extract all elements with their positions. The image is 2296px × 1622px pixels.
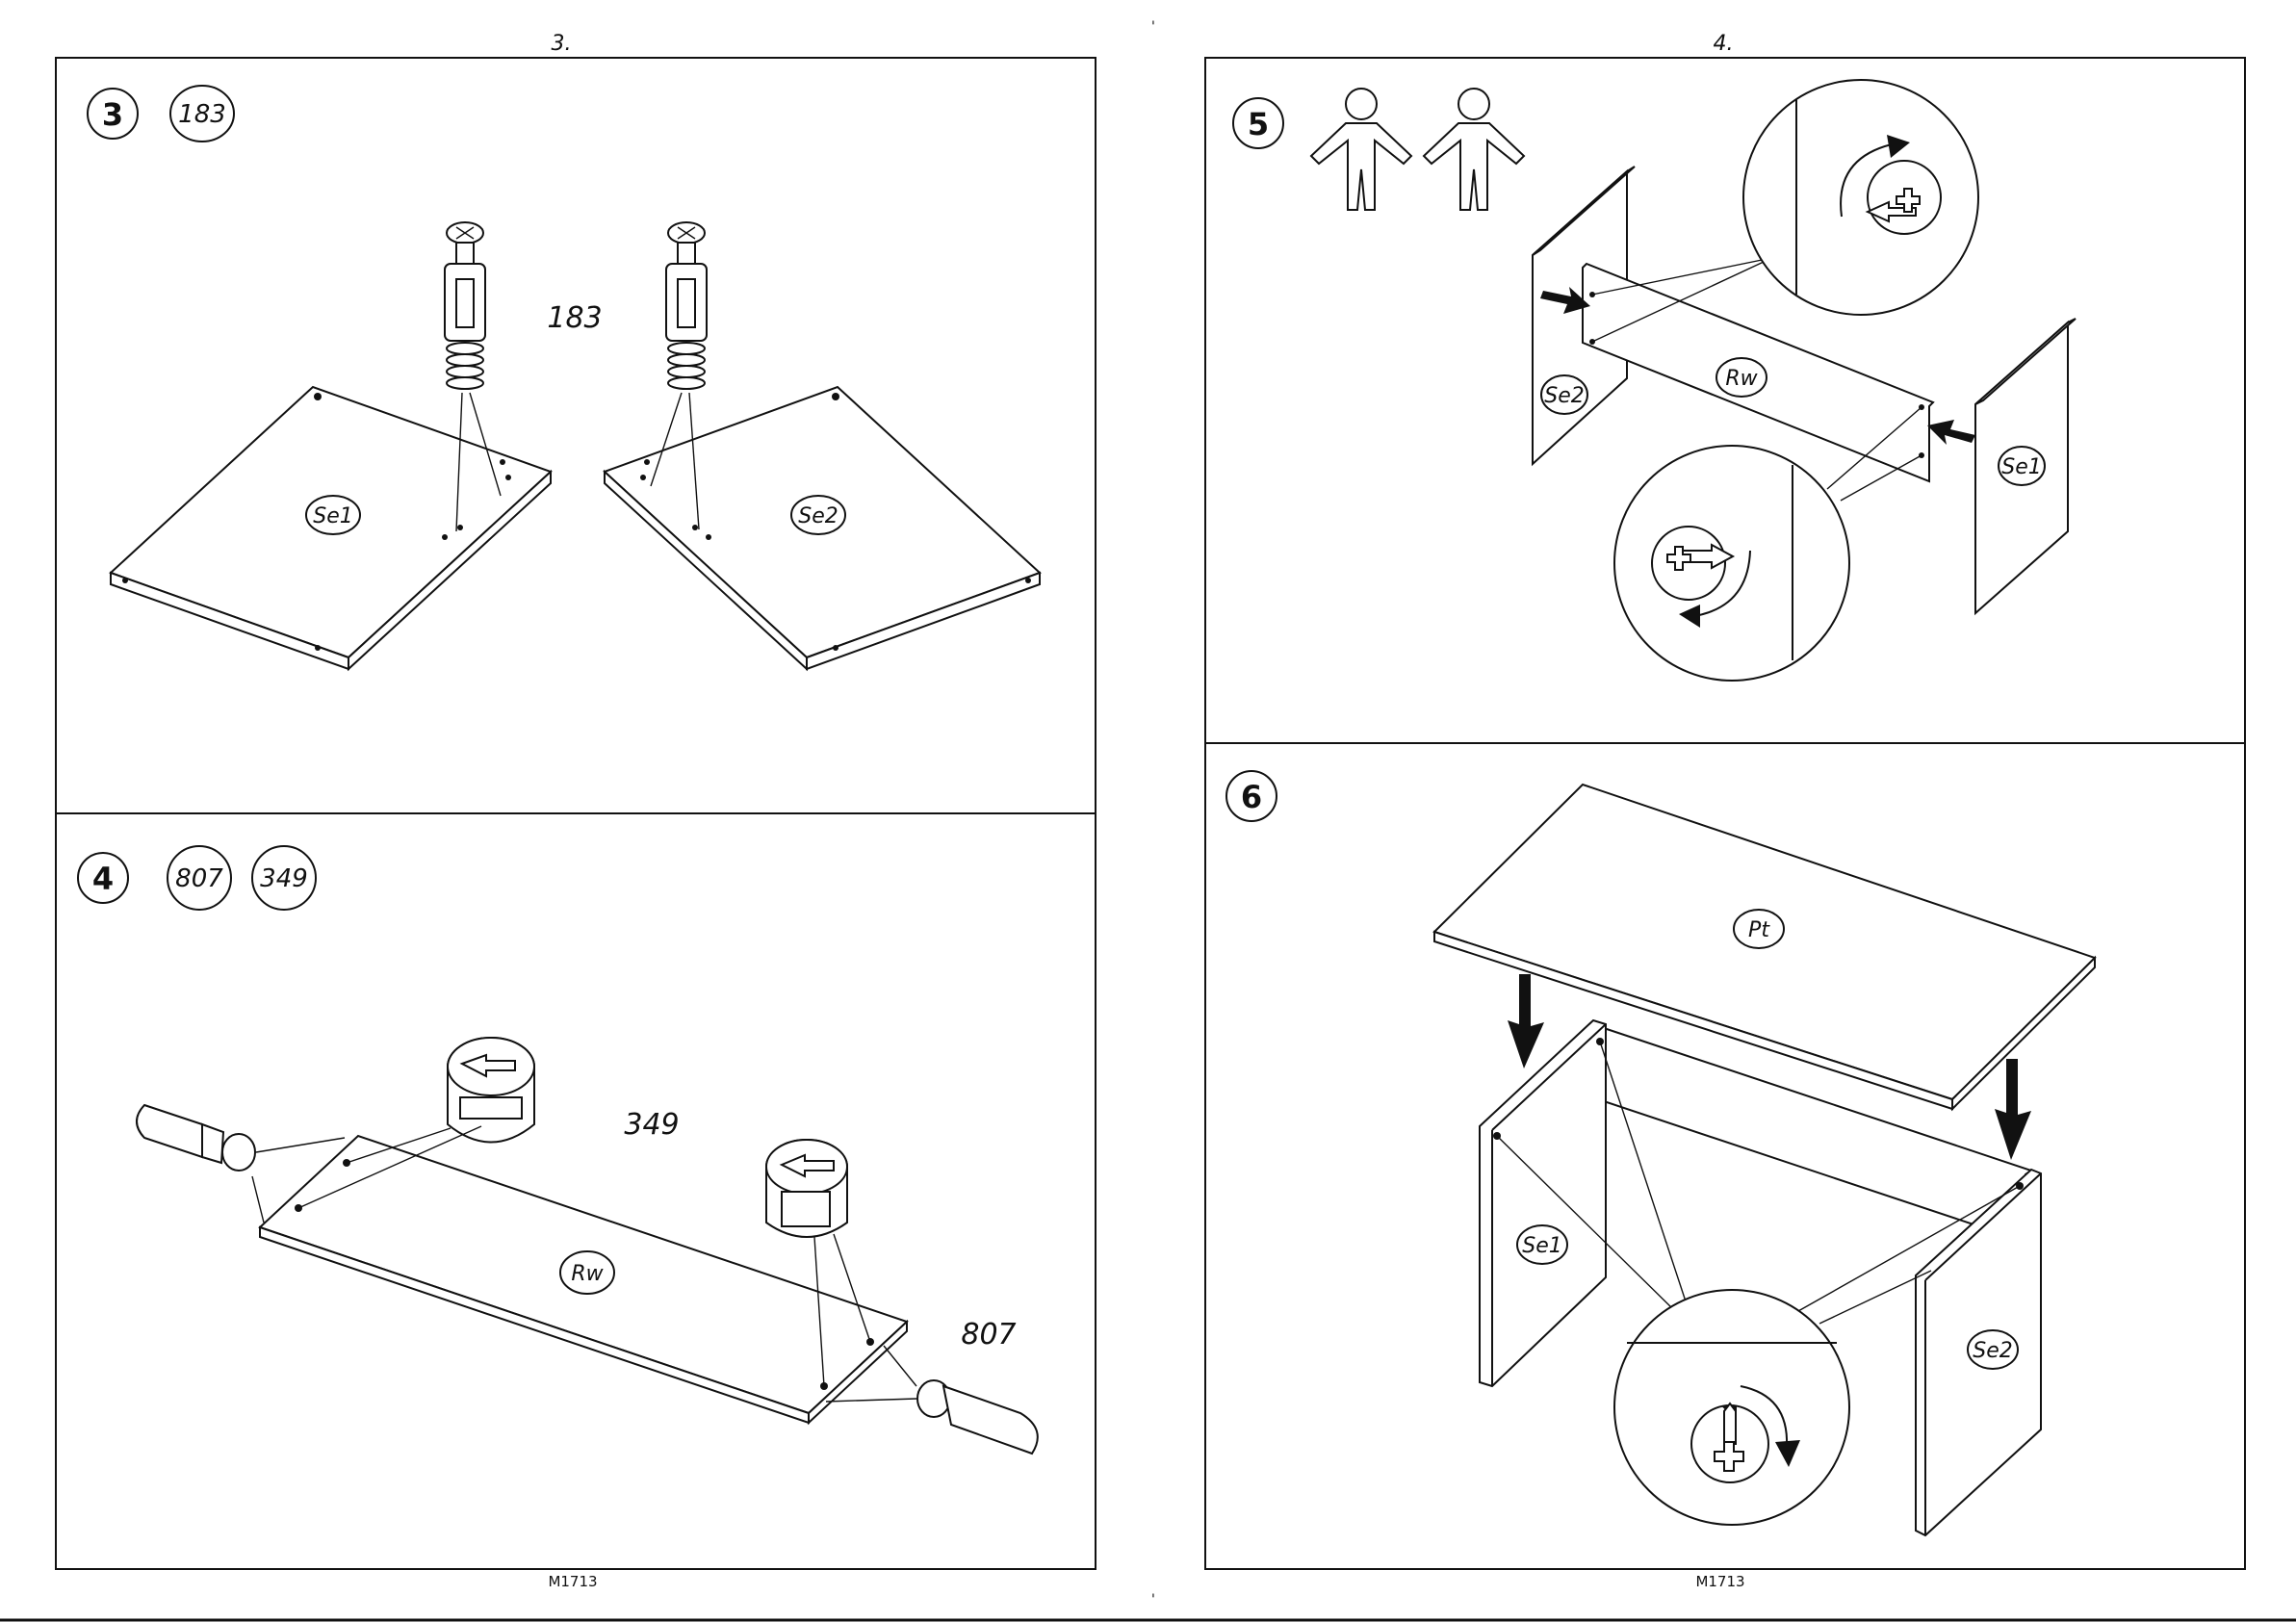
step-4-part-badge-2-text: 349 <box>260 864 308 893</box>
panel-se1-upright-label: Se1 <box>2001 455 2042 479</box>
panel-se1-assembled: Se1 <box>1480 1020 1606 1386</box>
step-4: 4 807 349 349 807 Rw <box>78 846 1038 1454</box>
step-3-part-badge-text: 183 <box>178 100 226 129</box>
panel-se2-label: Se2 <box>798 504 838 528</box>
footer-code-right: M1713 <box>1695 1573 1744 1590</box>
person-icon <box>1311 89 1411 210</box>
step-6-number: 6 <box>1241 779 1262 815</box>
page-mark-top: ' <box>1151 19 1155 35</box>
panel-se2-assembled: Se2 <box>1916 1170 2041 1535</box>
panel-pt-label: Pt <box>1748 918 1770 942</box>
step-3-number: 3 <box>102 96 123 133</box>
panel-rw-upright-label: Rw <box>1725 367 1758 391</box>
step-3-part-callout: 183 <box>547 301 602 335</box>
arrow-down-icon <box>1995 1059 2031 1160</box>
step-3: 3 183 183 Se1 <box>88 86 1040 669</box>
panel-se1-assembled-label: Se1 <box>1522 1234 1562 1258</box>
panel-pt-top: Pt <box>1434 785 2095 1109</box>
panel-rw-label: Rw <box>571 1262 604 1286</box>
person-icon <box>1424 89 1524 210</box>
step-5-number: 5 <box>1248 106 1269 142</box>
arrow-down-icon <box>1508 974 1544 1068</box>
step-4-part-badge-1-text: 807 <box>175 864 223 893</box>
arrow-left-icon <box>1927 420 1975 445</box>
page-number-left: 3. <box>552 32 572 56</box>
step-6: 6 Pt Se1 <box>1226 771 2095 1535</box>
panel-se1-upright: Se1 <box>1975 319 2076 613</box>
footer-code-left: M1713 <box>548 1573 597 1590</box>
page-mark-bottom: ' <box>1151 1592 1155 1608</box>
step-4-bolt-callout: 807 <box>961 1318 1016 1352</box>
panel-se2-assembled-label: Se2 <box>1973 1339 2013 1363</box>
step-4-cam-callout: 349 <box>624 1108 679 1142</box>
panel-se1-label: Se1 <box>313 504 353 528</box>
panel-se1-flat: Se1 <box>111 387 551 669</box>
page-number-right: 4. <box>1714 32 1734 56</box>
detail-zoom-assembly <box>1614 1290 1849 1525</box>
panel-se2-upright-label: Se2 <box>1544 384 1585 408</box>
step-4-number: 4 <box>92 861 114 897</box>
step-5: 5 Se2 Rw <box>1233 80 2076 681</box>
